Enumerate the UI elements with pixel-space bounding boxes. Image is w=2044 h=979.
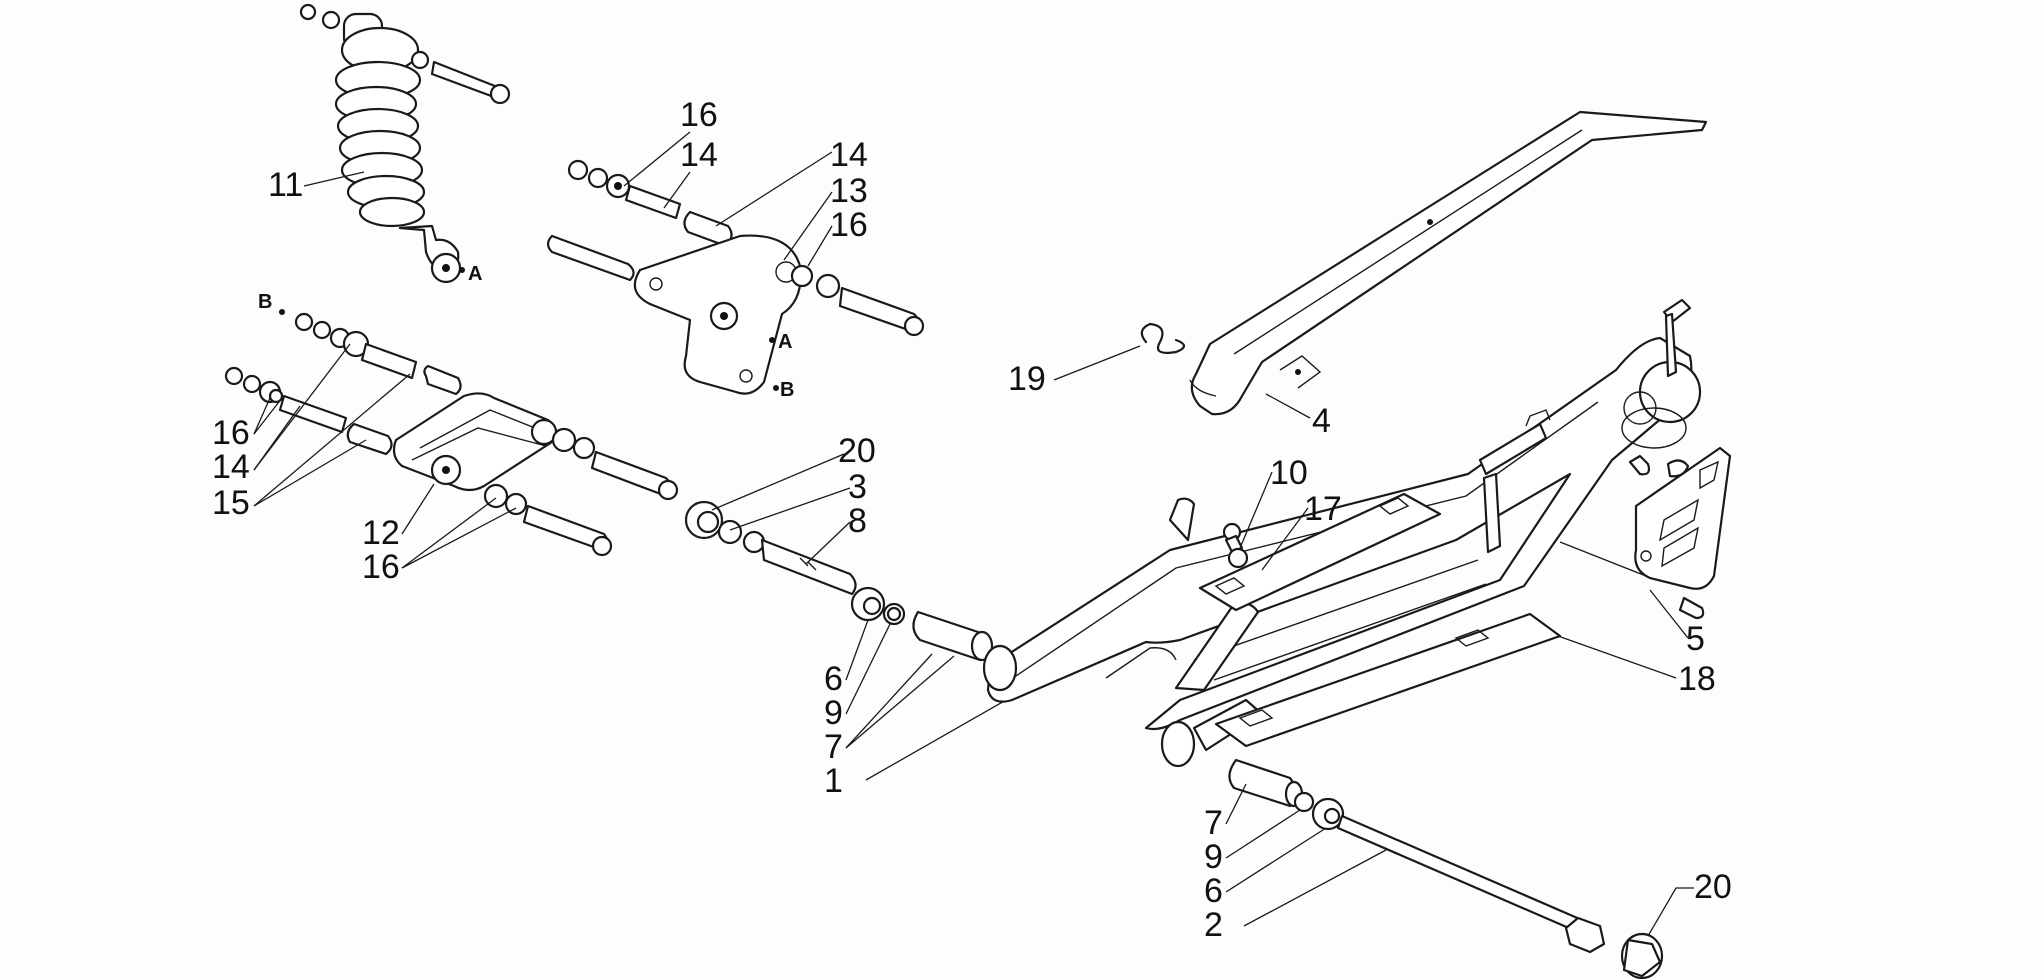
shock-absorber: [299, 3, 511, 284]
label-15: 15: [212, 484, 250, 522]
upper-linkage: [546, 159, 925, 395]
label-16-left: 16: [212, 414, 250, 452]
label-3: 3: [848, 468, 867, 506]
plates: [1198, 492, 1562, 748]
label-20-bottom: 20: [1694, 868, 1732, 906]
label-12: 12: [362, 514, 400, 552]
label-4: 4: [1312, 402, 1331, 440]
label-10: 10: [1270, 454, 1308, 492]
label-8: 8: [848, 502, 867, 540]
label-16-top: 16: [680, 96, 718, 134]
label-17: 17: [1304, 490, 1342, 528]
label-14-right: 14: [830, 136, 868, 174]
ref-a-linkage: A: [778, 331, 792, 353]
label-9-lower: 9: [1204, 838, 1223, 876]
label-20-top: 20: [838, 432, 876, 470]
label-13: 13: [830, 172, 868, 210]
lower-linkage: [224, 309, 679, 557]
ref-a-shock: A: [468, 263, 482, 285]
chain-guard: [1140, 110, 1708, 416]
label-7-upper: 7: [824, 728, 843, 766]
label-14-left: 14: [212, 448, 250, 486]
sprocket-cover: [1628, 446, 1732, 620]
ref-b-lower: B: [258, 291, 272, 313]
label-5: 5: [1686, 620, 1705, 658]
label-18: 18: [1678, 660, 1716, 698]
label-14-top: 14: [680, 136, 718, 174]
label-6-upper: 6: [824, 660, 843, 698]
label-6-lower: 6: [1204, 872, 1223, 910]
ref-b-linkage: B: [780, 379, 794, 401]
label-19: 19: [1008, 360, 1046, 398]
label-16-lower: 16: [362, 548, 400, 586]
label-2: 2: [1204, 906, 1223, 944]
label-16-right: 16: [830, 206, 868, 244]
label-7-lower: 7: [1204, 804, 1223, 842]
label-9-upper: 9: [824, 694, 843, 732]
label-1: 1: [824, 762, 843, 800]
rear-pivot: [1228, 758, 1664, 979]
pivot-bushings: [684, 500, 994, 662]
label-11: 11: [268, 166, 303, 204]
